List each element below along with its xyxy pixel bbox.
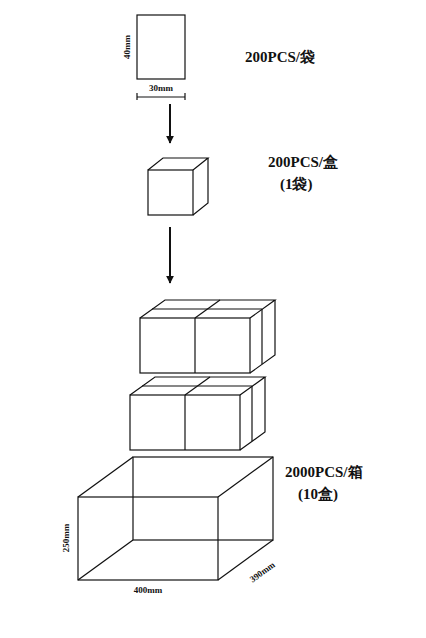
dimension-label: 40mm [122, 34, 132, 60]
quantity-label: 200PCS/袋 [245, 48, 315, 66]
carton-outline [78, 457, 273, 580]
package-stage: 2000PCS/箱 (10盒) [70, 285, 410, 600]
dimension-label: 390mm [247, 559, 278, 585]
box-cube [148, 158, 208, 215]
flow-arrow [169, 227, 171, 283]
box-layer [130, 377, 265, 450]
package-stage: 200PCS/盒 (1袋) [140, 145, 405, 225]
dimension-label: 30mm [148, 83, 174, 93]
dimension-label: 400mm [133, 585, 164, 595]
flow-arrow [169, 104, 171, 143]
dimension-label: 250mm [61, 523, 71, 554]
quantity-label: 200PCS/盒 [268, 153, 338, 171]
quantity-label: 2000PCS/箱 [285, 463, 363, 481]
bag-outline [137, 15, 185, 79]
quantity-label: (10盒) [298, 485, 338, 503]
box-layer [140, 300, 275, 373]
quantity-label: (1袋) [280, 175, 313, 193]
bag-width-dimension [137, 93, 185, 100]
